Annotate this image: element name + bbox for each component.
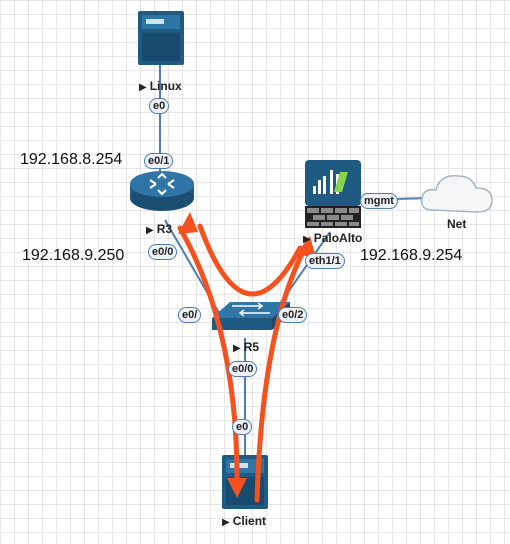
port-r5-bottom[interactable]: e0/0 [228,361,258,377]
play-triangle-icon: ▶ [233,343,241,354]
node-label-client: ▶Client [222,514,267,528]
arrowhead-client [227,478,247,498]
port-client-e0[interactable]: e0 [232,419,253,435]
port-r3-e0-0[interactable]: e0/0 [148,244,178,260]
r3-router-icon[interactable] [130,171,194,211]
port-r5-left[interactable]: e0/ [178,307,202,323]
node-label-r5: ▶R5 [233,340,260,354]
play-triangle-icon: ▶ [303,234,311,245]
arrowhead-r3 [178,212,198,234]
port-paloalto-mgmt[interactable]: mgmt [360,193,398,209]
port-paloalto-eth1-1[interactable]: eth1/1 [305,253,345,269]
net-cloud-icon[interactable] [420,175,493,213]
node-label-paloalto: ▶PaloAlto [303,231,363,245]
arrowhead-paloalto [296,236,316,258]
play-triangle-icon: ▶ [139,82,147,93]
port-r3-e0-1[interactable]: e0/1 [144,153,174,169]
node-label-net: Net [447,217,467,231]
ip-paloalto: 192.168.9.254 [360,247,463,264]
flow-path-client-to-r3 [177,225,240,488]
flow-path-r3-curve-paloalto [197,223,303,297]
node-label-r3: ▶R3 [146,222,173,236]
paloalto-firewall-icon[interactable] [305,160,361,228]
ip-r3-top: 192.168.8.254 [20,151,123,168]
linux-server-icon[interactable] [138,11,184,65]
ip-r3-bottom: 192.168.9.250 [22,247,125,264]
flow-path-client-to-paloalto [254,245,308,503]
traffic-flow-arrows [177,223,308,503]
play-triangle-icon: ▶ [222,517,230,528]
arrowheads [178,212,316,498]
play-triangle-icon: ▶ [146,225,154,236]
port-linux-e0[interactable]: e0 [149,98,170,114]
node-label-linux: ▶Linux [139,79,182,93]
port-r5-right[interactable]: e0/2 [278,307,308,323]
